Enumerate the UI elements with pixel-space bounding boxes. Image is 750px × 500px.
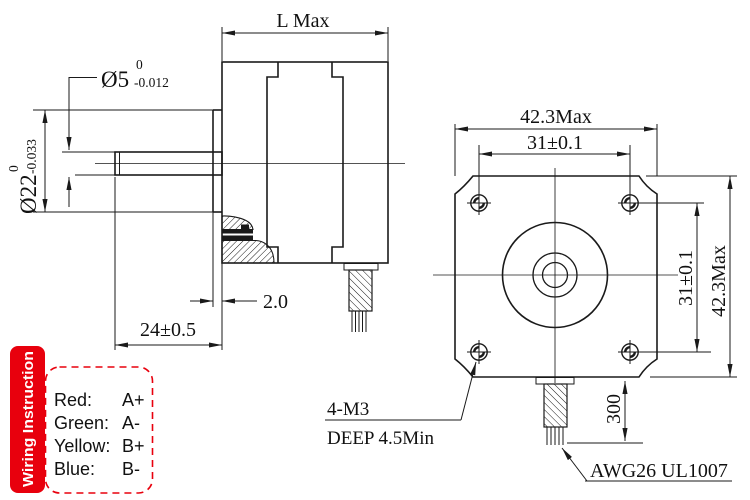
- svg-text:0: 0: [136, 57, 143, 72]
- stator-joint-left: [266, 62, 279, 263]
- dim-front-height: 42.3Max: [708, 245, 730, 317]
- dim-shaft-diameter: Ø5 0 -0.012: [101, 57, 169, 92]
- wiring-tab: [10, 346, 45, 493]
- mounting-hole: [467, 191, 491, 215]
- section-hatch: [221, 215, 275, 264]
- dim-l-max: L Max: [276, 10, 329, 32]
- mounting-holes: [467, 191, 642, 364]
- stator-joint-right: [331, 62, 344, 263]
- mounting-hole: [618, 340, 642, 364]
- wiring-rows: Red: A+ Green: A- Yellow: B+ Blue: B-: [54, 390, 145, 479]
- svg-text:AWG26 UL1007: AWG26 UL1007: [590, 460, 728, 482]
- dim-lead-length: 300: [603, 394, 625, 424]
- svg-text:A+: A+: [122, 390, 145, 410]
- mounting-note-leader: [460, 361, 477, 421]
- svg-text:Ø22: Ø22: [16, 174, 41, 214]
- wiring-row: Red: A+: [54, 390, 145, 410]
- svg-text:B-: B-: [122, 459, 140, 479]
- shaft-dia-leader: [66, 77, 97, 151]
- dim-shaft-length: 24±0.5: [140, 319, 196, 341]
- svg-text:42.3Max: 42.3Max: [708, 245, 730, 317]
- svg-text:B+: B+: [122, 436, 145, 456]
- svg-text:31±0.1: 31±0.1: [675, 250, 697, 306]
- side-view: L Max Ø5 0 -0.012 Ø22 0 -0.033 2.0 24±0.…: [6, 10, 405, 350]
- front-wires: [546, 427, 564, 445]
- wire-spec-leader: [561, 447, 588, 482]
- dim-hole-spacing-top: 31±0.1: [527, 132, 583, 154]
- svg-text:Blue:: Blue:: [54, 459, 95, 479]
- svg-text:DEEP 4.5Min: DEEP 4.5Min: [327, 428, 434, 449]
- wiring-row: Yellow: B+: [54, 436, 145, 456]
- svg-text:4-M3: 4-M3: [327, 399, 369, 420]
- svg-text:Green:: Green:: [54, 413, 109, 433]
- label-mounting-holes: 4-M3 DEEP 4.5Min: [325, 361, 477, 449]
- dim-pilot-diameter: Ø22 0 -0.033: [6, 139, 41, 214]
- label-wire-spec: AWG26 UL1007: [561, 447, 732, 482]
- svg-text:Ø5: Ø5: [101, 67, 129, 92]
- side-wire-exit: [343, 263, 379, 332]
- side-wires: [351, 311, 367, 332]
- dim-hole-spacing-right: 31±0.1: [675, 250, 697, 306]
- wiring-row: Blue: B-: [54, 459, 140, 479]
- front-view: 42.3Max 31±0.1 31±0.1 42.3Max 300 4-M3: [325, 106, 737, 482]
- svg-text:0: 0: [6, 165, 21, 172]
- mounting-hole: [467, 340, 491, 364]
- mounting-hole: [618, 191, 642, 215]
- svg-text:A-: A-: [122, 413, 140, 433]
- wiring-instruction-box: Wiring Instruction Red: A+ Green: A- Yel…: [10, 346, 154, 494]
- svg-text:Yellow:: Yellow:: [54, 436, 110, 456]
- wiring-dashed-border: [44, 366, 154, 494]
- wiring-tab-label: Wiring Instruction: [20, 351, 37, 487]
- wiring-row: Green: A-: [54, 413, 140, 433]
- dim-pilot-depth: 2.0: [263, 291, 288, 313]
- svg-text:-0.033: -0.033: [24, 139, 39, 174]
- dim-front-width: 42.3Max: [520, 106, 592, 128]
- faceplate-outline: [454, 175, 658, 378]
- svg-text:300: 300: [603, 394, 625, 424]
- svg-text:-0.012: -0.012: [134, 75, 169, 90]
- svg-text:Red:: Red:: [54, 390, 92, 410]
- front-wire-exit: [535, 377, 575, 445]
